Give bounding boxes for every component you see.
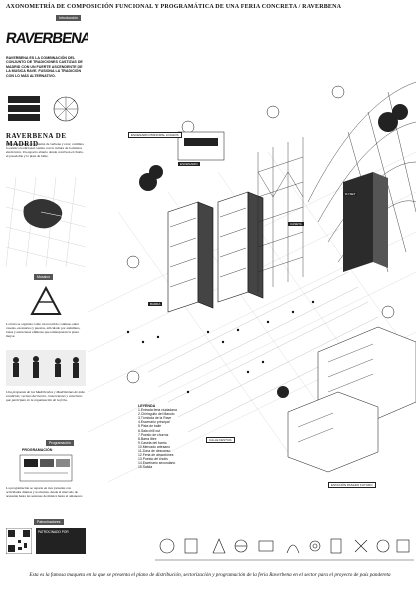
- logo-variations: [8, 96, 79, 122]
- sponsor-label: PATROCINADO POR: [38, 530, 69, 534]
- qr-code-icon[interactable]: [6, 528, 32, 554]
- stage-label-7: BARRA: [148, 302, 163, 306]
- axonometric-drawing: ESCENARIO PRINCIPAL LOCHOS ESCENARIO CAS…: [87, 12, 417, 552]
- legend-item: 7.Puesto de churros: [138, 432, 169, 437]
- section-title: RAVERBENA DE MADRID: [6, 132, 67, 148]
- sponsor-badge: PATROCINADO POR: [36, 528, 86, 554]
- body-paragraph-2: La feria se organiza como un recorrido c…: [6, 322, 81, 338]
- stage-label-3: CASETA: [288, 222, 304, 226]
- mosaic-tag: Mosaico: [34, 274, 54, 280]
- legend-item: 12.Feria de atracciones: [138, 453, 174, 458]
- stage-label-2: ESCENARIO: [178, 162, 200, 166]
- legend-item: 6.Sala chill out: [138, 428, 161, 433]
- legend-item: 11.Zona de descanso: [138, 449, 171, 454]
- legend-item: 1.Entrada feria ciudadana: [138, 408, 177, 413]
- programming-diagram: [19, 454, 73, 482]
- intro-bold-paragraph: RAVERBENA ES LA COMBINACIÓN DEL CONJUNTO…: [6, 56, 83, 78]
- photo-strip: [6, 350, 86, 386]
- legend: LEYENDA 1.Entrada feria ciudadana 2.Chir…: [138, 404, 218, 470]
- legend-item: 15.Salida: [138, 465, 153, 470]
- programming-tag: Programación: [46, 440, 74, 446]
- site-map: [6, 177, 86, 267]
- page-title: AXONOMETRÍA DE COMPOSICIÓN FUNCIONAL Y P…: [6, 4, 342, 10]
- legend-item: 14.Escenario secundario: [138, 461, 176, 466]
- raverbena-logo: RAVERBENA: [4, 30, 93, 47]
- programming-title: PROGRAMACIÓN: [22, 448, 53, 452]
- bottom-caption: Esta es la famosa maqueta en la que se p…: [29, 572, 391, 578]
- intro-tag: Introducción: [56, 15, 82, 21]
- stage-label-5: ESTACIÓN PASADO FUTURO: [328, 482, 376, 488]
- sponsors-tag: Patrocinadores: [34, 519, 64, 525]
- legend-item: 4.Escenario principal: [138, 420, 170, 425]
- legend-item: 8.Barra libre: [138, 436, 157, 441]
- stage-label-6: DJ SET: [343, 192, 358, 196]
- legend-title: LEYENDA: [138, 404, 156, 408]
- icon-strip-svg: [155, 538, 414, 561]
- legend-item: 10.Mercado artesano: [138, 444, 171, 449]
- body-paragraph-3: Una propuesta de los Madrilenhos y Madri…: [6, 390, 85, 402]
- emblem-icon: [30, 285, 62, 315]
- icon-strip: [155, 532, 414, 568]
- legend-item: 2.Chiringuito del Manolo: [138, 412, 175, 417]
- stage-label-1: ESCENARIO PRINCIPAL LOCHOS: [128, 132, 182, 138]
- logo-container: RAVERBENA: [4, 30, 93, 52]
- legend-item: 13.Puesto de chotis: [138, 457, 168, 462]
- stage-label-4: CALLE FESTIVA: [206, 437, 235, 443]
- legend-item: 3.Tómbola de la Rave: [138, 416, 172, 421]
- axonometric-svg: [87, 12, 417, 552]
- legend-item: 5.Pista de baile: [138, 424, 162, 429]
- left-column: Introducción RAVERBENA RAVERBENA ES LA C…: [4, 12, 93, 554]
- legend-item: 9.Caseta del barrio: [138, 440, 167, 445]
- programming-body: La programación se reparte en tres jorna…: [6, 486, 83, 498]
- body-paragraph-1: Raverbena surge de la fusión de verbena …: [6, 142, 84, 158]
